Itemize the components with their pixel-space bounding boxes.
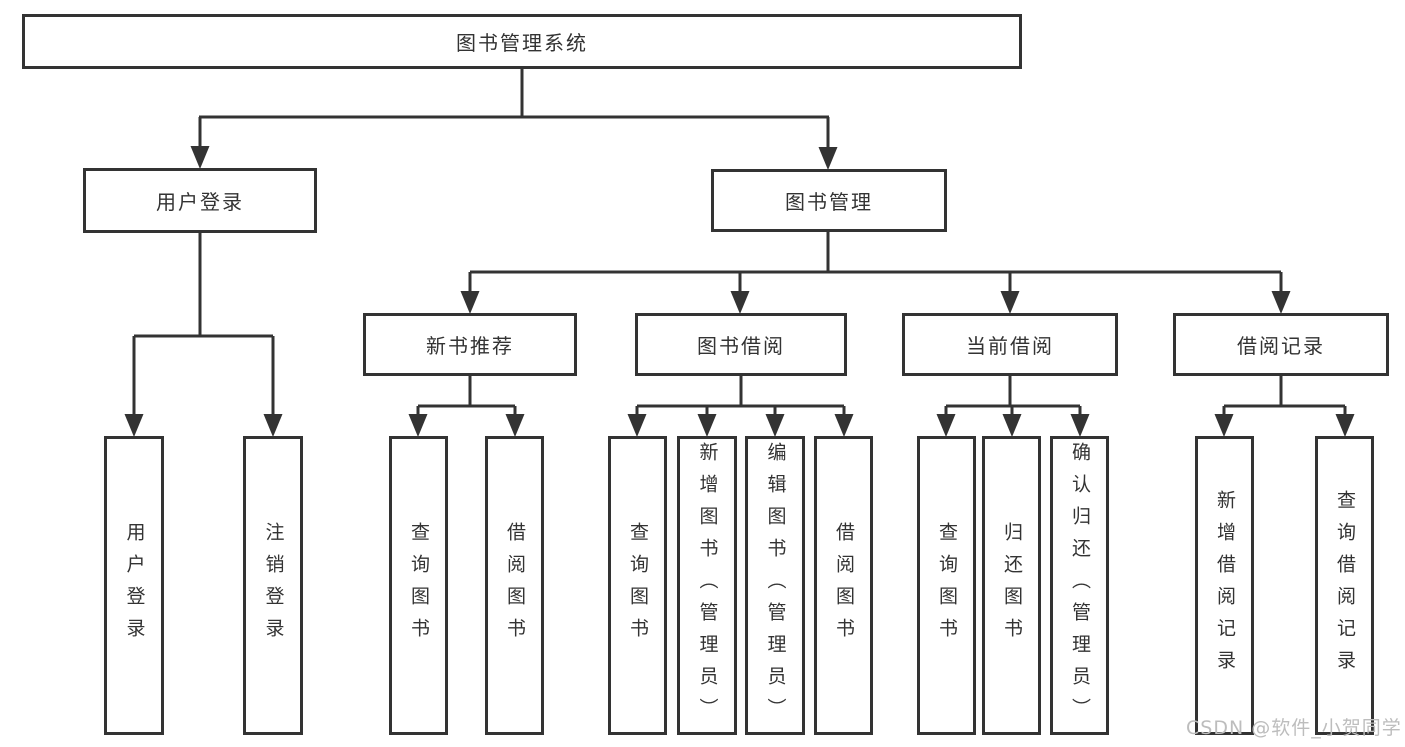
node-root-label: 图书管理系统 bbox=[456, 31, 588, 55]
leaf-borrow-books-recommend: 借阅图书 bbox=[485, 436, 544, 735]
leaf-borrow-books: 借阅图书 bbox=[814, 436, 873, 735]
leaf-add-borrow-record-label: 新增借阅记录 bbox=[1214, 489, 1236, 682]
leaf-borrow-books-recommend-label: 借阅图书 bbox=[504, 521, 526, 650]
node-new-book-recommend: 新书推荐 bbox=[363, 313, 577, 376]
node-user-login: 用户登录 bbox=[83, 168, 317, 233]
leaf-query-books-borrow: 查询图书 bbox=[608, 436, 667, 735]
leaf-return-books-label: 归还图书 bbox=[1001, 521, 1023, 650]
leaf-logout-label: 注销登录 bbox=[262, 521, 285, 650]
arrow-icon bbox=[190, 146, 210, 169]
node-book-management-label: 图书管理 bbox=[785, 190, 873, 214]
leaf-confirm-return-admin-label: 确认归还（管理员） bbox=[1069, 441, 1091, 730]
leaf-add-books-admin-label: 新增图书（管理员） bbox=[696, 441, 719, 730]
leaf-user-login-label: 用户登录 bbox=[123, 521, 146, 650]
arrow-icon bbox=[697, 414, 717, 437]
arrowheads bbox=[124, 146, 1355, 437]
node-new-book-recommend-label: 新书推荐 bbox=[426, 334, 514, 358]
leaf-query-borrow-record-label: 查询借阅记录 bbox=[1334, 489, 1356, 682]
leaf-query-books-recommend-label: 查询图书 bbox=[408, 521, 430, 650]
arrow-icon bbox=[834, 414, 854, 437]
leaf-logout: 注销登录 bbox=[243, 436, 303, 735]
watermark: CSDN @软件_小贺同学 bbox=[1186, 717, 1402, 739]
arrow-icon bbox=[505, 414, 525, 437]
node-current-borrow: 当前借阅 bbox=[902, 313, 1118, 376]
arrow-icon bbox=[818, 147, 838, 170]
leaf-query-books-current: 查询图书 bbox=[917, 436, 976, 735]
leaf-return-books: 归还图书 bbox=[982, 436, 1041, 735]
arrow-icon bbox=[936, 414, 956, 437]
node-borrow-records: 借阅记录 bbox=[1173, 313, 1389, 376]
node-user-login-label: 用户登录 bbox=[156, 190, 244, 214]
leaf-borrow-books-label: 借阅图书 bbox=[833, 521, 855, 650]
leaf-add-books-admin: 新增图书（管理员） bbox=[677, 436, 737, 735]
leaf-user-login: 用户登录 bbox=[104, 436, 164, 735]
arrow-icon bbox=[1271, 291, 1291, 314]
leaf-edit-books-admin-label: 编辑图书（管理员） bbox=[764, 441, 787, 730]
leaf-query-borrow-record: 查询借阅记录 bbox=[1315, 436, 1374, 735]
arrow-icon bbox=[124, 414, 144, 437]
node-current-borrow-label: 当前借阅 bbox=[966, 334, 1054, 358]
leaf-query-books-borrow-label: 查询图书 bbox=[627, 521, 649, 650]
arrow-icon bbox=[1214, 414, 1234, 437]
node-book-borrow: 图书借阅 bbox=[635, 313, 847, 376]
leaf-edit-books-admin: 编辑图书（管理员） bbox=[745, 436, 805, 735]
arrow-icon bbox=[1335, 414, 1355, 437]
node-book-management: 图书管理 bbox=[711, 169, 947, 232]
arrow-icon bbox=[263, 414, 283, 437]
arrow-icon bbox=[1070, 414, 1090, 437]
arrow-icon bbox=[1002, 414, 1022, 437]
arrow-icon bbox=[1000, 291, 1020, 314]
arrow-icon bbox=[730, 291, 750, 314]
arrow-icon bbox=[408, 414, 428, 437]
leaf-add-borrow-record: 新增借阅记录 bbox=[1195, 436, 1254, 735]
leaf-confirm-return-admin: 确认归还（管理员） bbox=[1050, 436, 1109, 735]
arrow-icon bbox=[765, 414, 785, 437]
node-root: 图书管理系统 bbox=[22, 14, 1022, 69]
arrow-icon bbox=[460, 291, 480, 314]
node-book-borrow-label: 图书借阅 bbox=[697, 334, 785, 358]
leaf-query-books-current-label: 查询图书 bbox=[936, 521, 958, 650]
leaf-query-books-recommend: 查询图书 bbox=[389, 436, 448, 735]
arrow-icon bbox=[627, 414, 647, 437]
node-borrow-records-label: 借阅记录 bbox=[1237, 334, 1325, 358]
